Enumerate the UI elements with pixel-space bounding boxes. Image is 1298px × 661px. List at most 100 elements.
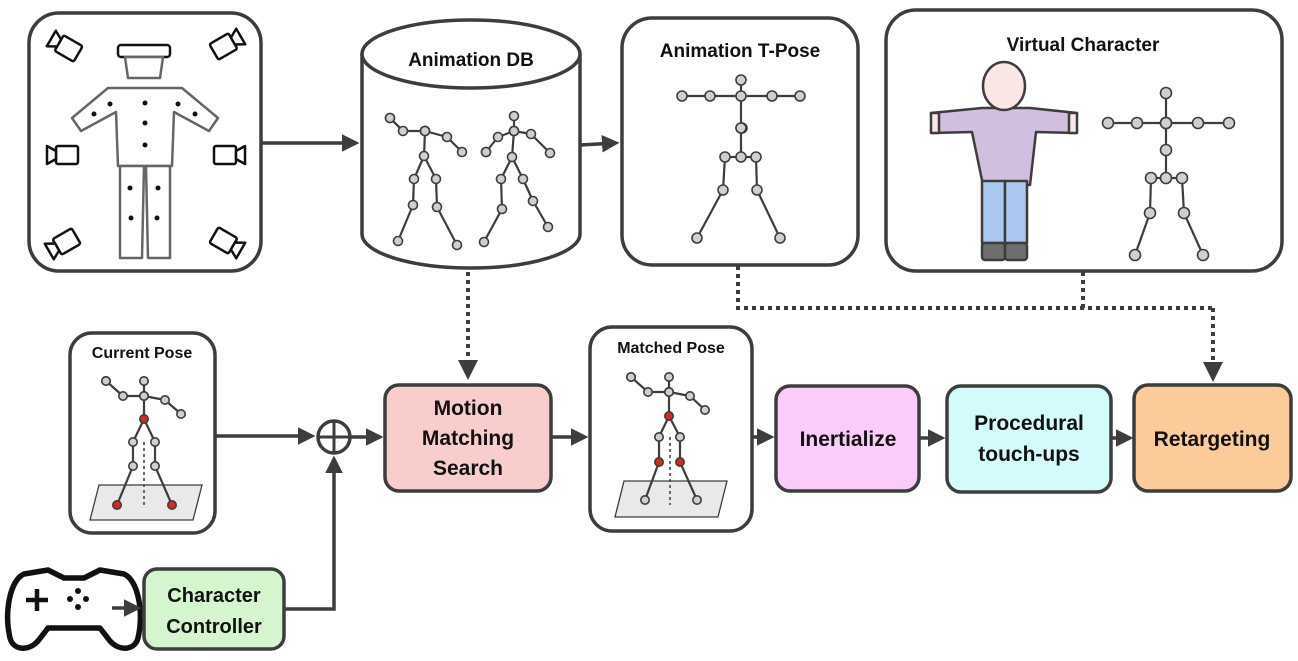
skeleton-joint bbox=[397, 125, 409, 137]
skeleton-joint bbox=[1222, 116, 1236, 130]
virtual-character-panel: Virtual Character bbox=[884, 8, 1284, 273]
virtual-character-figure bbox=[929, 60, 1079, 262]
character-controller-line-2: Controller bbox=[166, 616, 262, 638]
skeleton-joint-highlighted bbox=[674, 456, 685, 467]
skeleton-joint bbox=[1128, 248, 1142, 262]
skeleton-joint bbox=[441, 131, 453, 143]
skeleton-joint bbox=[431, 201, 443, 213]
skeleton-joint bbox=[691, 232, 703, 244]
skeleton-joint bbox=[392, 235, 404, 247]
skeleton-bone bbox=[153, 465, 174, 506]
skeleton-joint bbox=[139, 375, 150, 386]
skeleton-joint bbox=[1130, 116, 1144, 130]
skeleton-bone bbox=[1133, 212, 1152, 256]
skeleton-joint bbox=[118, 390, 129, 401]
skeleton-bone bbox=[678, 461, 699, 501]
current-pose-label: Current Pose bbox=[92, 345, 193, 362]
skeleton-joint bbox=[544, 147, 556, 159]
skeleton-joint bbox=[735, 90, 747, 102]
skeleton-joint bbox=[625, 371, 636, 382]
procedural-line-2: touch-ups bbox=[978, 443, 1079, 466]
arrow-db-to-tpose bbox=[579, 135, 620, 153]
skeleton-joint-highlighted bbox=[139, 413, 150, 424]
dotted-connectors bbox=[458, 266, 1223, 382]
db-skeleton-1 bbox=[384, 112, 468, 251]
motion-matching-line-2: Matching bbox=[422, 427, 514, 450]
skeleton-joint bbox=[160, 394, 171, 405]
animation-tpose-panel: Animation T-Pose bbox=[620, 16, 860, 267]
skeleton-joint bbox=[407, 199, 419, 211]
skeleton-joint bbox=[456, 146, 468, 158]
motion-matching-line-3: Search bbox=[433, 457, 503, 480]
skeleton-joint bbox=[774, 232, 786, 244]
skeleton-joint bbox=[1101, 116, 1115, 130]
skeleton-joint bbox=[430, 173, 442, 185]
skeleton-joint bbox=[663, 371, 674, 382]
skeleton-joint bbox=[150, 460, 161, 471]
skeleton-joint bbox=[508, 110, 520, 122]
summing-junction-icon bbox=[316, 419, 352, 455]
skeleton-bone bbox=[756, 189, 781, 239]
motion-matching-line-1: Motion bbox=[434, 397, 503, 420]
gamepad-icon bbox=[4, 567, 144, 651]
skeleton-joint bbox=[653, 431, 664, 442]
skeleton-joint bbox=[642, 386, 653, 397]
mocap-suit-actor-icon bbox=[70, 43, 220, 260]
skeleton-joint bbox=[495, 173, 507, 185]
skeleton-joint bbox=[451, 239, 463, 251]
skeleton-joint bbox=[684, 390, 695, 401]
skeleton-joint-highlighted bbox=[663, 410, 674, 421]
skeleton-joint-highlighted bbox=[167, 499, 178, 510]
skeleton-joint bbox=[384, 112, 396, 124]
skeleton-bone bbox=[483, 208, 503, 243]
inertialize-box: Inertialize bbox=[774, 384, 921, 493]
matched-pose-label: Matched Pose bbox=[617, 340, 725, 357]
skeleton-joint bbox=[1177, 206, 1191, 220]
skeleton-bone bbox=[1182, 212, 1205, 256]
skeleton-joint bbox=[766, 90, 778, 102]
animation-tpose-label: Animation T-Pose bbox=[660, 41, 820, 62]
skeleton-joint bbox=[639, 494, 650, 505]
skeleton-joint-highlighted bbox=[112, 499, 123, 510]
virtual-character-skeleton bbox=[1101, 86, 1236, 262]
current-pose-panel: Current Pose bbox=[68, 331, 217, 535]
skeleton-joint bbox=[418, 150, 430, 162]
skeleton-joint bbox=[1143, 206, 1157, 220]
skeleton-bone bbox=[643, 461, 661, 501]
animation-db-label: Animation DB bbox=[408, 50, 534, 71]
skeleton-joint bbox=[1159, 116, 1173, 130]
animation-db-cylinder: Animation DB bbox=[360, 18, 582, 270]
skeleton-joint bbox=[663, 386, 674, 397]
skeleton-joint bbox=[408, 173, 420, 185]
skeleton-joint bbox=[1159, 143, 1173, 157]
skeleton-joint bbox=[128, 436, 139, 447]
retargeting-box: Retargeting bbox=[1132, 383, 1293, 493]
skeleton-joint bbox=[478, 236, 490, 248]
skeleton-joint bbox=[176, 408, 187, 419]
matched-pose-panel: Matched Pose bbox=[588, 325, 754, 533]
skeleton-joint bbox=[525, 128, 537, 140]
skeleton-joint bbox=[699, 404, 710, 415]
character-controller-line-1: Character bbox=[167, 585, 261, 607]
inertialize-label: Inertialize bbox=[800, 428, 897, 451]
skeleton-bone bbox=[696, 189, 724, 239]
skeleton-bone bbox=[396, 204, 415, 242]
skeleton-joint bbox=[735, 151, 747, 163]
ground-plane bbox=[614, 480, 728, 518]
skeleton-joint bbox=[717, 184, 729, 196]
skeleton-joint bbox=[1175, 171, 1189, 185]
skeleton-joint bbox=[751, 184, 763, 196]
current-pose-skeleton bbox=[101, 375, 187, 510]
skeleton-bone bbox=[115, 465, 135, 506]
skeleton-joint bbox=[735, 122, 747, 134]
procedural-touchups-box: Procedural touch-ups bbox=[945, 384, 1113, 494]
skeleton-joint bbox=[1191, 116, 1205, 130]
retargeting-label: Retargeting bbox=[1154, 428, 1271, 451]
skeleton-joint bbox=[419, 125, 431, 137]
character-controller-box: Character Controller bbox=[142, 567, 286, 651]
skeleton-joint bbox=[496, 203, 508, 215]
skeleton-joint bbox=[128, 460, 139, 471]
skeleton-joint bbox=[1159, 171, 1173, 185]
skeleton-joint bbox=[1196, 248, 1210, 262]
